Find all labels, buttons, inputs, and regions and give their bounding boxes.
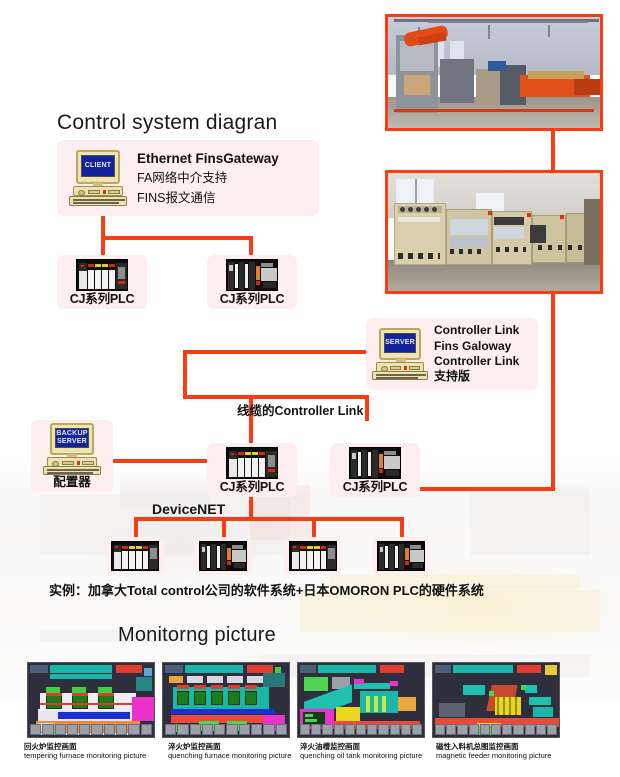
wire-server-left xyxy=(183,350,369,354)
backup-screen-label-2: SERVER xyxy=(57,437,87,445)
gateway-heading: Ethernet FinsGateway xyxy=(137,150,279,166)
wire-devicenet-branch-4 xyxy=(400,517,404,540)
server-node[interactable]: SERVER Controller Link Fins Galoway Cont… xyxy=(366,318,538,390)
wire-controller-link-bus xyxy=(183,395,367,399)
server-screen-label: SERVER xyxy=(385,339,415,347)
server-line-2: Fins Galoway xyxy=(434,338,512,353)
plc-node-mid-left[interactable]: CJ系列PLC xyxy=(207,443,297,497)
plc-node-top-right[interactable]: CJ系列PLC xyxy=(207,255,297,309)
wire-right-plc-horizontal xyxy=(407,487,555,491)
backup-server-label: 配置器 xyxy=(53,474,91,489)
caption-magnetic-feeder: 磁性入料机总图监控画面 magnetic feeder monitoring p… xyxy=(436,742,551,761)
caption-cn: 淬火油槽监控画面 xyxy=(300,742,360,751)
server-text-block: Controller Link Fins Galoway Controller … xyxy=(434,323,519,384)
gateway-text-block: Ethernet FinsGateway FA网络中介支持 FINS报文通信 xyxy=(137,151,279,206)
example-note: 实例：加拿大Total control公司的软件系统+日本OMORON PLC的… xyxy=(49,583,484,598)
monitor-thumb-quenching-furnace[interactable] xyxy=(162,662,290,738)
label-devicenet: DeviceNET xyxy=(152,501,226,517)
caption-cn: 磁性入料机总图监控画面 xyxy=(436,742,519,751)
caption-en: magnetic feeder monitoring picture xyxy=(436,751,552,761)
devicenet-plc-2[interactable] xyxy=(194,537,252,575)
wire-devicenet-drop xyxy=(249,497,253,519)
server-computer-icon: SERVER xyxy=(372,328,428,380)
server-line-4: 支持版 xyxy=(434,369,471,384)
wire-photo2-down xyxy=(551,294,555,336)
server-line-3: Controller Link xyxy=(434,354,520,368)
wire-server-down xyxy=(183,350,187,397)
monitor-thumb-oil-tank[interactable] xyxy=(297,662,425,738)
control-cabinet-photo xyxy=(385,170,603,294)
client-computer-icon: CLIENT xyxy=(67,150,129,206)
cj-plc-rack-icon xyxy=(111,541,159,571)
wire-bus-mid-drop xyxy=(249,395,253,455)
gateway-line3: FINS报文通信 xyxy=(137,190,216,205)
wire-photo-to-right-plc xyxy=(551,336,555,490)
caption-en: quenching furnace monitoring picture xyxy=(168,751,292,761)
caption-cn: 淬火炉监控画面 xyxy=(168,742,221,751)
wire-gateway-down xyxy=(101,216,105,238)
monitor-thumb-tempering[interactable] xyxy=(27,662,155,738)
wire-gateway-bus xyxy=(101,236,253,240)
caption-en: tempering furnace monitoring picture xyxy=(24,751,147,761)
plc-label: CJ系列PLC xyxy=(342,479,408,494)
wire-to-plc-top-left xyxy=(101,236,105,257)
plc-node-top-left[interactable]: CJ系列PLC xyxy=(57,255,147,309)
wire-to-plc-top-right xyxy=(249,236,253,257)
wire-devicenet-branch-1 xyxy=(134,517,138,540)
devicenet-plc-1[interactable] xyxy=(106,537,164,575)
gateway-line2: FA网络中介支持 xyxy=(137,170,228,185)
wire-devicenet-branch-3 xyxy=(312,517,316,540)
cj-plc-rack-icon xyxy=(199,541,247,571)
wire-photo1-photo2 xyxy=(551,131,555,170)
production-line-photo xyxy=(385,14,603,131)
cj-plc-rack-icon xyxy=(289,541,337,571)
cj-plc-rack-icon xyxy=(349,446,401,479)
client-screen-label: CLIENT xyxy=(84,162,112,170)
caption-en: quenching oil tank monitoring picture xyxy=(300,751,423,761)
caption-tempering: 回火炉监控画面 tempering furnace monitoring pic… xyxy=(24,742,146,761)
ethernet-gateway-node[interactable]: CLIENT Ethernet FinsGateway FA网络中介支持 FIN… xyxy=(57,140,319,216)
monitor-thumb-magnetic-feeder[interactable] xyxy=(432,662,560,738)
wire-backup-to-plc xyxy=(112,459,210,463)
caption-oil-tank: 淬火油槽监控画面 quenching oil tank monitoring p… xyxy=(300,742,422,761)
cj-plc-rack-icon xyxy=(226,446,278,479)
cj-plc-rack-icon xyxy=(377,541,425,571)
wire-devicenet-branch-2 xyxy=(222,517,226,540)
plc-label: CJ系列PLC xyxy=(219,479,285,494)
wire-devicenet-bus xyxy=(134,517,404,521)
caption-cn: 回火炉监控画面 xyxy=(24,742,77,751)
devicenet-plc-3[interactable] xyxy=(284,537,342,575)
backup-screen-label-1: BACKUP xyxy=(56,430,88,438)
cj-plc-rack-icon xyxy=(76,258,128,291)
server-line-1: Controller Link xyxy=(434,323,520,338)
plc-node-mid-right[interactable]: CJ系列PLC xyxy=(330,443,420,497)
monitoring-title: Monitorng picture xyxy=(118,624,276,646)
plc-label: CJ系列PLC xyxy=(69,291,135,306)
label-controller-link-cable: 线缆的Controller Link xyxy=(237,404,364,418)
caption-quenching-furnace: 淬火炉监控画面 quenching furnace monitoring pic… xyxy=(168,742,291,761)
wire-bus-right-drop xyxy=(365,395,369,421)
cj-plc-rack-icon xyxy=(226,258,278,291)
backup-server-computer-icon: BACKUP SERVER xyxy=(41,422,103,475)
plc-label: CJ系列PLC xyxy=(219,291,285,306)
devicenet-plc-4[interactable] xyxy=(372,537,430,575)
backup-server-node[interactable]: BACKUP SERVER 配置器 xyxy=(31,420,113,492)
page-title: Control system diagran xyxy=(57,111,278,134)
